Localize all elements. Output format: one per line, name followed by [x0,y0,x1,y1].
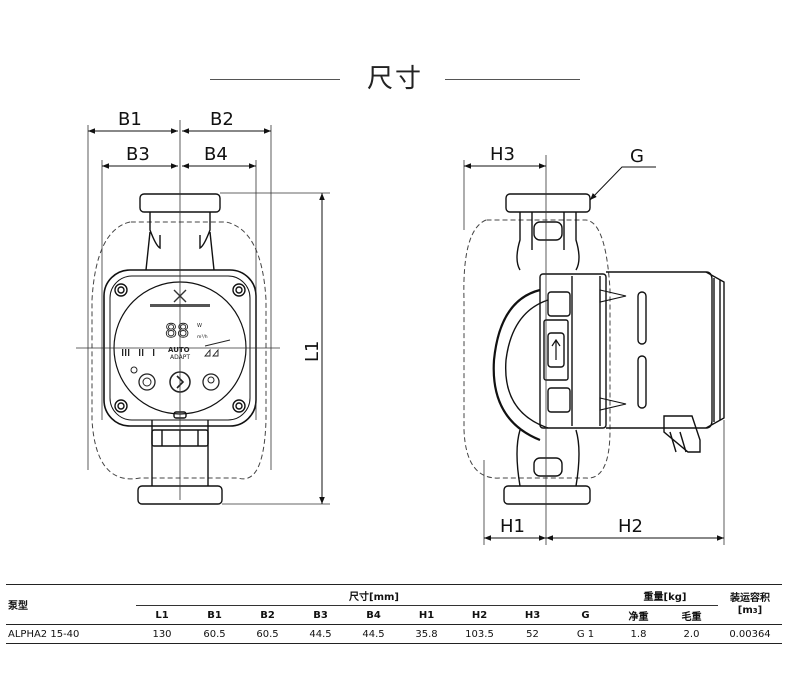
dim-label-h1: H1 [500,516,525,537]
cell-h3: 52 [506,624,559,644]
col-header-gross-weight: 毛重 [665,605,718,625]
col-header-b2: B2 [241,605,294,625]
col-header-b3: B3 [294,605,347,625]
dim-label-b3: B3 [126,144,150,165]
spec-table: 泵型 尺寸[mm] 重量[kg] 装运容积 [m3] L1 B1 B2 B3 B… [6,584,782,644]
dim-label-h3: H3 [490,144,515,165]
col-header-g: G [559,605,612,625]
front-extension-lines [87,125,330,505]
col-header-net-weight: 净重 [612,605,665,625]
dim-label-h2: H2 [618,516,643,537]
display-digits: 88 [165,320,189,342]
side-centerlines [463,155,725,545]
display-auto: AUTO [168,346,190,354]
side-view [463,193,725,505]
display-unit-w: W [197,323,202,329]
cell-b4: 44.5 [347,624,400,644]
cell-pump-type: ALPHA2 15-40 [6,624,136,644]
title-rule-right [445,79,580,80]
title-rule-left [210,79,340,80]
cell-shipping-volume: 0.00364 [718,624,782,644]
cell-h2: 103.5 [453,624,506,644]
side-dimension-arrows [464,163,724,541]
col-header-h3: H3 [506,605,559,625]
mode-button-left-icon [138,373,156,391]
col-header-b4: B4 [347,605,400,625]
cell-net-weight: 1.8 [612,624,665,644]
mode-button-right-icon [202,373,220,391]
table-row: ALPHA2 15-40 130 60.5 60.5 44.5 44.5 35.… [6,624,782,644]
col-header-h2: H2 [453,605,506,625]
dim-label-l1: L1 [302,341,323,362]
col-header-l1: L1 [136,605,188,625]
header-shipping-volume-close: ] [757,604,763,616]
curve-indicator-icon [204,339,231,357]
col-header-b1: B1 [188,605,241,625]
display-unit-flow: m³/h [197,334,208,340]
cell-h1: 35.8 [400,624,453,644]
header-pump-type: 泵型 [6,584,136,625]
dim-label-b4: B4 [204,144,228,165]
header-weight-group: 重量[kg] [612,584,718,606]
dimension-drawing: 88 W m³/h AUTO ADAPT [76,109,725,545]
header-shipping-volume-line1: 装运容积 [730,592,770,604]
cell-b2: 60.5 [241,624,294,644]
cell-b1: 60.5 [188,624,241,644]
front-panel-details: 88 W m³/h AUTO ADAPT [122,289,231,393]
header-shipping-volume: 装运容积 [m3] [718,584,782,625]
header-shipping-volume-sup: 3 [752,606,758,615]
front-dimension-arrows [88,128,325,504]
led-indicator-icon [130,366,138,374]
col-header-h1: H1 [400,605,453,625]
cell-gross-weight: 2.0 [665,624,718,644]
cell-b3: 44.5 [294,624,347,644]
cell-l1: 130 [136,624,188,644]
header-shipping-volume-line2: [m [737,604,753,616]
front-centerlines [76,120,280,500]
cell-g: G 1 [559,624,612,644]
dim-label-g: G [630,146,644,167]
section-title: 尺寸 [366,64,423,94]
dim-label-b2: B2 [210,109,234,130]
setting-bars-icon [122,349,155,356]
header-dimensions-group: 尺寸[mm] [136,584,612,606]
dim-label-b1: B1 [118,109,142,130]
section-title-block: 尺寸 [210,58,580,98]
